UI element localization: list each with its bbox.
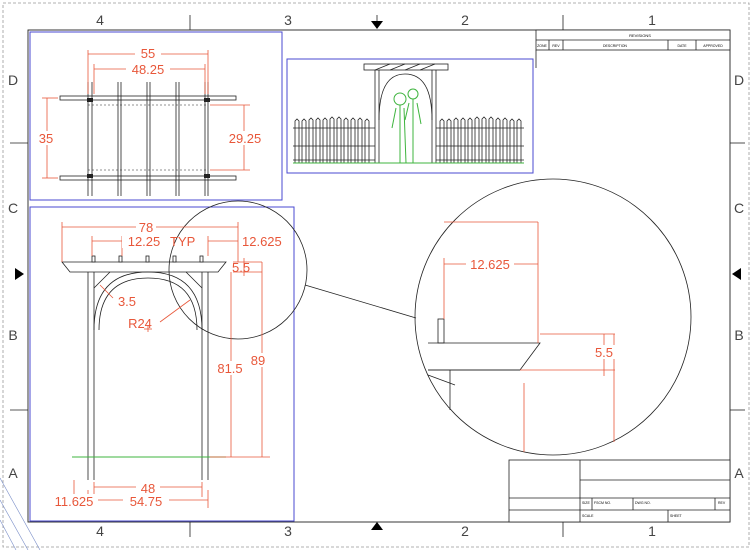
zone-col-2-bottom: 2 <box>461 523 469 539</box>
detail-dim-5-5: 5.5 <box>595 345 613 360</box>
front-dim-12-25: 12.25 <box>128 234 161 249</box>
zone-row-c-right: C <box>734 200 744 216</box>
center-arrow-bottom <box>371 522 383 530</box>
zone-row-b-left: B <box>8 327 17 343</box>
fence-picket <box>495 117 501 163</box>
zone-col-3-top: 3 <box>284 12 292 28</box>
tb-fscm-label: FSCM NO. <box>594 501 611 505</box>
fence-picket <box>357 117 363 163</box>
front-dim-81-5: 81.5 <box>217 361 242 376</box>
title-block: SIZE FSCM NO. DWG NO. REV SCALE SHEET <box>508 459 731 523</box>
center-arrow-left <box>15 268 24 280</box>
top-view: 55 48.25 35 29.25 <box>29 31 283 201</box>
zone-ticks <box>10 15 745 537</box>
fence-picket <box>516 118 522 163</box>
fence-picket <box>322 117 328 163</box>
center-arrow-right <box>732 268 741 280</box>
rev-header-rev: REV <box>552 44 560 48</box>
fence-picket <box>467 117 473 163</box>
center-arrow-top <box>371 21 383 29</box>
zone-col-2-top: 2 <box>461 12 469 28</box>
zone-row-d-right: D <box>734 72 744 88</box>
tb-rev-label: REV <box>718 501 726 505</box>
top-dim-29-25: 29.25 <box>229 131 262 146</box>
fence-picket <box>350 117 356 163</box>
rev-header-description: DESCRIPTION <box>603 44 627 48</box>
front-dim-48: 48 <box>141 481 155 496</box>
fence-picket <box>453 117 459 163</box>
rev-header-zone: ZONE <box>537 44 547 48</box>
top-dim-48-25: 48.25 <box>132 62 165 77</box>
detail-view: 12.625 5.5 <box>414 178 692 456</box>
front-dim-5-5: 5.5 <box>232 260 250 275</box>
front-dim-11-625: 11.625 <box>55 494 94 509</box>
fence-picket <box>460 117 466 163</box>
fence-picket <box>364 118 370 163</box>
detail-dim-12-625: 12.625 <box>470 257 510 272</box>
rev-header-approved: APPROVED <box>703 44 723 48</box>
front-view-frame <box>29 206 295 522</box>
tb-dwg-label: DWG NO. <box>635 501 651 505</box>
fence-picket <box>336 116 342 163</box>
zone-row-a-left: A <box>8 465 18 481</box>
front-dim-89: 89 <box>251 353 265 368</box>
zone-row-c-left: C <box>8 200 18 216</box>
zone-col-1-top: 1 <box>648 12 656 28</box>
fence-picket <box>308 117 314 163</box>
detail-circle <box>414 178 692 456</box>
zone-row-b-right: B <box>734 327 743 343</box>
revisions-title: REVISIONS <box>629 33 651 38</box>
tb-sheet-label: SHEET <box>670 514 683 518</box>
front-dim-r24: R24 <box>128 316 152 331</box>
rev-header-date: DATE <box>677 44 687 48</box>
fence-picket <box>315 117 321 163</box>
fence-picket <box>439 118 445 163</box>
zone-col-3-bottom: 3 <box>284 523 292 539</box>
perspective-view <box>286 58 534 174</box>
zone-col-4-bottom: 4 <box>96 523 104 539</box>
front-dim-54-75: 54.75 <box>130 494 163 509</box>
fence-picket <box>446 118 452 163</box>
top-view-frame <box>29 31 283 201</box>
front-dim-12-625: 12.625 <box>242 234 282 249</box>
hatch-lines <box>0 477 41 550</box>
fence-picket <box>502 117 508 163</box>
fence-picket <box>488 116 494 163</box>
tb-size-label: SIZE <box>582 501 590 505</box>
revisions-block: REVISIONS ZONE REV DESCRIPTION DATE APPR… <box>535 29 731 68</box>
perspective-view-frame <box>286 58 534 174</box>
fence-picket <box>329 116 335 163</box>
front-dim-78: 78 <box>139 220 153 235</box>
fence-picket <box>481 116 487 163</box>
front-dim-typ: TYP <box>170 234 195 249</box>
fence-picket <box>343 117 349 163</box>
zone-row-d-left: D <box>8 72 18 88</box>
tb-scale-label: SCALE <box>582 514 594 518</box>
front-dim-3-5: 3.5 <box>118 294 136 309</box>
front-view: 78 12.25 TYP 12.625 5.5 3.5 R24 81.5 89 … <box>29 200 417 522</box>
fence-picket <box>301 118 307 163</box>
zone-row-a-right: A <box>734 465 744 481</box>
fence-picket <box>294 118 300 163</box>
zone-col-1-bottom: 1 <box>648 523 656 539</box>
inner-border <box>27 29 731 523</box>
zone-col-4-top: 4 <box>96 12 104 28</box>
top-dim-35: 35 <box>39 131 53 146</box>
fence-picket <box>509 118 515 163</box>
top-dim-55: 55 <box>141 46 155 61</box>
fence-picket <box>474 116 480 163</box>
